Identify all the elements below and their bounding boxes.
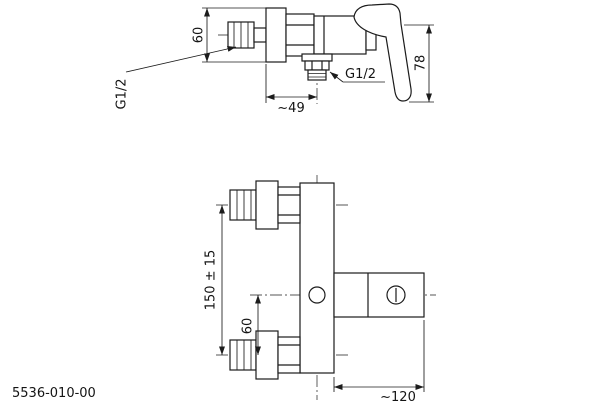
connector-neck <box>253 27 267 43</box>
dim-label-60-front: 60 <box>241 318 256 335</box>
leader-line <box>329 71 344 83</box>
label-g12-wall: G1/2 <box>115 79 130 110</box>
dim-label-49: ~49 <box>277 101 304 116</box>
spout-block <box>333 272 425 318</box>
dim-overall-width: ~120 <box>333 320 425 405</box>
dim-flange-height: 60 <box>192 7 266 63</box>
inlet-thread-pipe <box>229 339 257 371</box>
outlet-collar <box>301 53 333 62</box>
shower-outlet <box>301 53 333 81</box>
part-number: 5536-010-00 <box>12 386 96 401</box>
label-wall-thread: G1/2 <box>115 45 237 110</box>
inlet-thread-pipe <box>229 189 257 221</box>
front-view: 150 ± 15 60 ~120 <box>204 175 436 405</box>
dim-label-78: 78 <box>414 55 429 72</box>
dim-wall-to-outlet: ~49 <box>265 64 317 116</box>
inlet-flange <box>255 330 279 380</box>
leader-line <box>125 45 237 73</box>
hex-nut-side <box>285 13 315 57</box>
label-outlet-thread: G1/2 <box>329 67 385 83</box>
outlet-thread <box>307 69 327 81</box>
mixer-body-front <box>299 182 335 374</box>
dim-label-150: 150 ± 15 <box>204 250 219 311</box>
bottom-inlet-connection <box>229 330 301 380</box>
hex-nut-front <box>277 336 301 374</box>
wall-connection <box>227 7 315 63</box>
cartridge-center <box>308 286 326 304</box>
hex-nut-front <box>277 186 301 224</box>
outlet-hex <box>304 60 330 71</box>
spout-body <box>333 272 425 318</box>
dim-inlet-centers: 150 ± 15 <box>204 205 225 355</box>
top-inlet-connection <box>229 180 301 230</box>
dim-label-120: ~120 <box>380 390 416 405</box>
lever-handle <box>353 3 412 102</box>
dim-handle-length: 78 <box>404 24 434 103</box>
inlet-flange <box>255 180 279 230</box>
dim-label-60-side: 60 <box>192 27 207 44</box>
side-view: 60 G1/2 ~49 G1/2 78 <box>115 3 434 116</box>
dim-outlet-offset: 60 <box>241 295 261 355</box>
wall-flange <box>265 7 287 63</box>
label-g12-outlet: G1/2 <box>345 67 376 82</box>
